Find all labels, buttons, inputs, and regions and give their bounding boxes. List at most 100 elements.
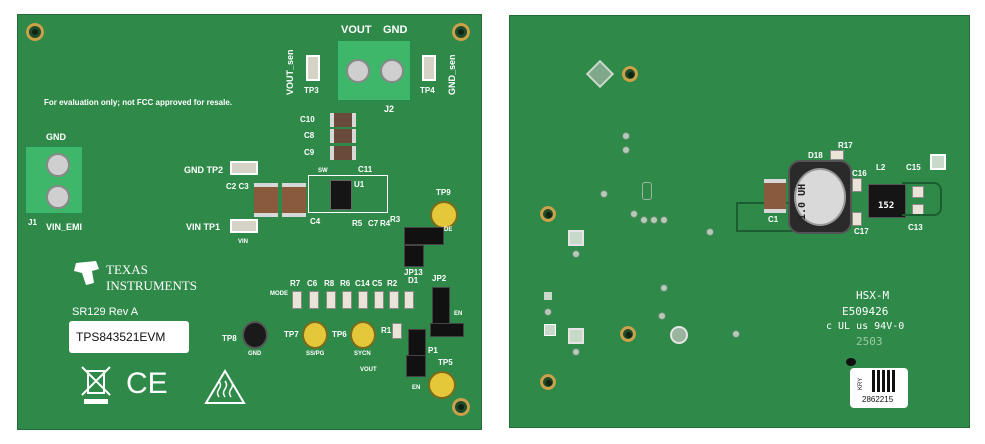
tp9-label: TP9 [436,188,451,197]
ti-text-line2: INSTRUMENTS [106,278,198,293]
mode-label: MODE [270,291,288,297]
tp8-label: TP8 [222,334,237,343]
square-pad [544,324,556,336]
gnd-sen-label: GND_sen [447,54,457,95]
test-point-tp9[interactable] [430,201,458,229]
gnd-small-label: GND [248,351,262,357]
c11-label: C11 [358,165,373,174]
inductor-face [794,168,846,226]
resistor-r2 [389,291,399,309]
ti-text-line1: TEXAS [106,262,148,277]
u1-label: U1 [354,180,365,189]
pcb-back: C1 1.0 UH R17 D18 C16 C17 L2 152 C15 C13… [509,15,970,428]
square-pad [930,154,946,170]
capacitor-c5 [374,291,384,309]
capacitor-c2 [254,183,278,217]
kry-label: KRY [858,377,864,390]
vout-label: VOUT [341,24,372,36]
screw-icon [46,185,70,209]
c5-label: C5 [372,279,383,288]
c17-label: C17 [854,227,869,236]
r7-label: R7 [290,279,301,288]
header-jp13[interactable] [404,245,424,267]
c15-label: C15 [906,163,921,172]
j2-label: J2 [384,104,395,114]
jumper-jp13[interactable] [404,227,444,245]
en2-label: EN [412,385,421,391]
r4-label: R4 [380,219,391,228]
capacitor-c15 [912,186,924,198]
capacitor-c1 [764,179,786,213]
round-pad [670,326,688,344]
p1-label: P1 [428,346,438,355]
via [660,284,668,292]
silk-outline-u1 [308,175,388,213]
trace-outline-right [902,182,942,216]
r6-label: R6 [340,279,351,288]
capacitor-c17 [852,212,862,226]
revision-label: SR129 Rev A [72,306,139,318]
capacitor-c8 [330,129,356,143]
via [660,216,668,224]
model-label: TPS843521EVM [76,330,166,344]
j1-gnd-label: GND [46,132,66,142]
tp3-pad [306,55,320,81]
test-point-tp5[interactable] [428,371,456,399]
datamatrix-icon [872,370,896,392]
test-point-tp7[interactable] [302,321,328,349]
capacitor-c9 [330,146,356,160]
via-hole [540,374,556,390]
c7-label: C7 [368,219,379,228]
vin-emi-label: VIN_EMI [46,222,83,232]
via [572,348,580,356]
resistor-r6 [342,291,352,309]
c8-label: C8 [304,131,315,140]
hsx-label: HSX-M [856,289,890,302]
capacitor-c16 [852,178,862,192]
jumper-p1[interactable] [406,355,426,377]
via [650,216,658,224]
c14-label: C14 [355,279,370,288]
jumper-jp2[interactable] [430,323,464,337]
via [572,250,580,258]
vin-small-label: VIN [238,239,249,245]
tp5-label: TP5 [438,358,453,367]
test-point-tp6[interactable] [350,321,376,349]
terminal-block-j1[interactable] [24,145,84,215]
vin-tp1-label: VIN TP1 [186,222,221,232]
gnd-label: GND [383,24,408,36]
via-hole [540,206,556,222]
d1-label: D1 [408,276,419,285]
vout-small-label: VOUT [360,367,377,373]
c10-label: C10 [300,115,315,124]
r1-label: R1 [381,326,392,335]
inductor-code: 152 [878,201,895,211]
via [706,228,714,236]
test-point-tp8[interactable] [242,321,268,349]
d18-label: D18 [808,151,823,160]
via [630,210,638,218]
r5-label: R5 [352,219,363,228]
mounting-hole-tr [452,23,470,41]
pcb-front: VOUT GND J2 VOUT_sen TP3 TP4 GND_sen For… [17,14,482,430]
via [622,132,630,140]
sspg-label: SS/PG [306,351,325,357]
tp1-pad [230,219,258,233]
de-label: DE [444,227,453,233]
black-dot [846,358,856,366]
serial-label: 2862215 [862,395,894,404]
inductor-l2 [868,184,906,218]
c9-label: C9 [304,148,315,157]
weee-bin-icon [80,365,112,405]
capacitor-c10 [330,113,356,127]
tp3-label: TP3 [304,86,319,95]
ul-label: c UL us 94V-0 [826,321,905,332]
jp2-label: JP2 [432,274,447,283]
terminal-block-j2[interactable] [336,39,412,102]
c13-label: C13 [908,223,923,232]
via [544,308,552,316]
jp13-label: JP13 [404,268,423,277]
slot-pad [642,182,652,200]
r2-label: R2 [387,279,398,288]
tp2-pad [230,161,258,175]
